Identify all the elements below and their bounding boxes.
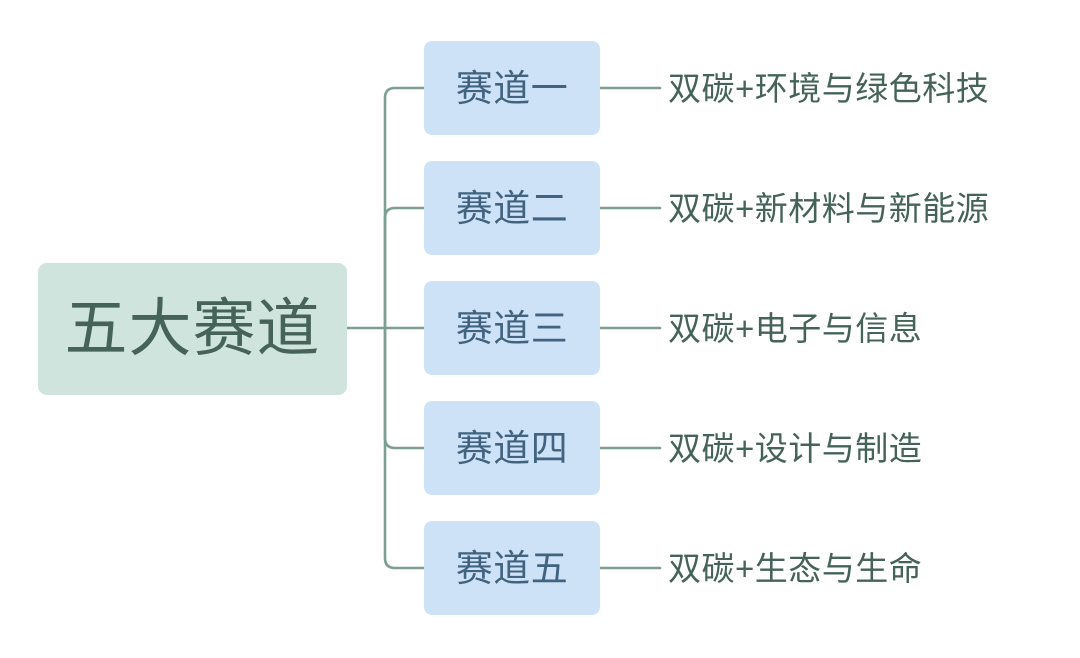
branch-node-3[interactable]: 赛道三 — [424, 281, 600, 375]
connector-branch-2 — [383, 206, 426, 330]
branch-node-2[interactable]: 赛道二 — [424, 161, 600, 255]
leaf-label-5: 双碳+生态与生命 — [668, 549, 923, 587]
root-node[interactable]: 五大赛道 — [38, 263, 347, 395]
branch-node-label: 赛道三 — [455, 307, 569, 349]
branch-node-4[interactable]: 赛道四 — [424, 401, 600, 495]
leaf-label-4: 双碳+设计与制造 — [668, 429, 923, 467]
branch-node-label: 赛道四 — [455, 427, 569, 469]
branch-node-label: 赛道五 — [455, 547, 569, 589]
connector-branch-5 — [383, 326, 426, 570]
connector-branch-1 — [383, 86, 426, 330]
connector-branch-4 — [383, 326, 426, 450]
leaf-label-1: 双碳+环境与绿色科技 — [668, 69, 990, 107]
branch-node-5[interactable]: 赛道五 — [424, 521, 600, 615]
leaf-label-2: 双碳+新材料与新能源 — [668, 189, 990, 227]
branch-node-1[interactable]: 赛道一 — [424, 41, 600, 135]
branch-node-label: 赛道一 — [455, 67, 569, 109]
root-node-label: 五大赛道 — [64, 293, 321, 364]
branch-node-label: 赛道二 — [455, 187, 569, 229]
leaf-label-3: 双碳+电子与信息 — [668, 309, 923, 347]
